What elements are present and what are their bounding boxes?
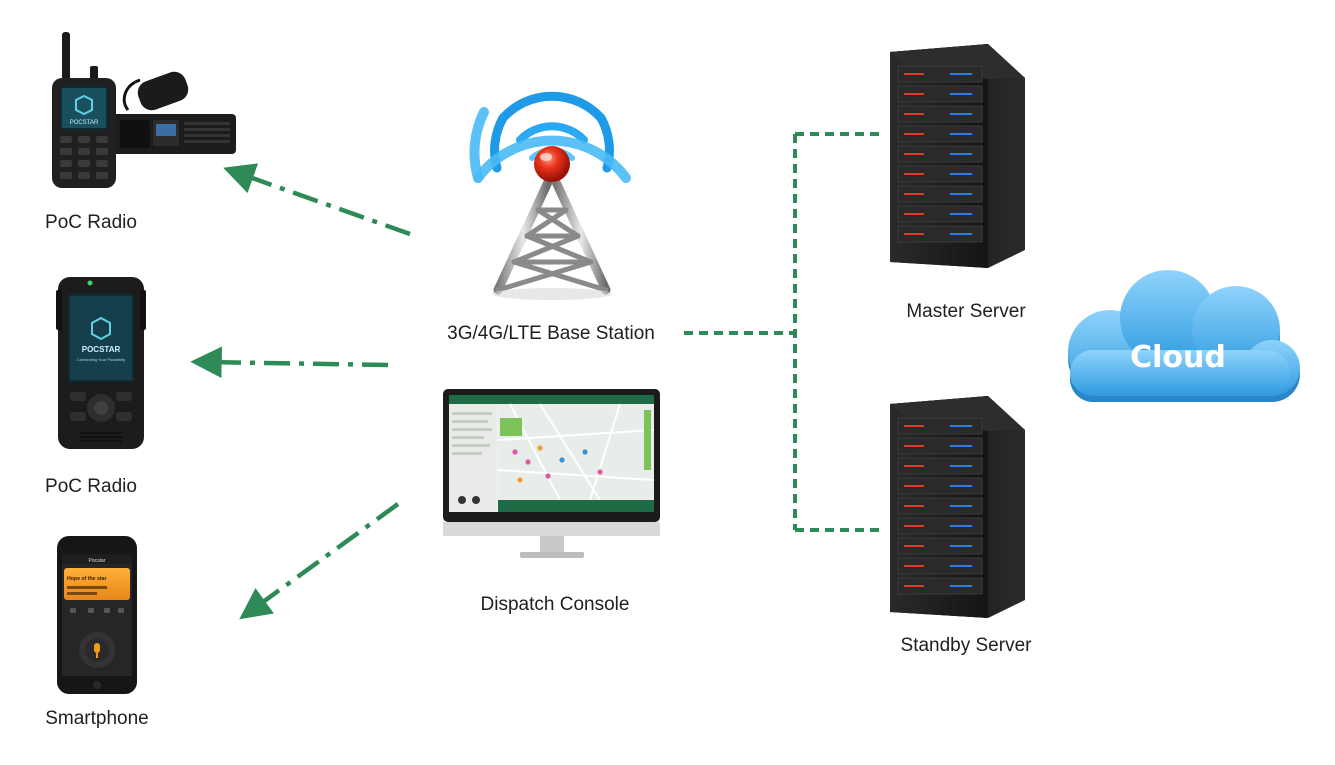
standby-server-image <box>890 396 1025 618</box>
radio-brand-text: POCSTAR <box>70 120 99 126</box>
label-base-station: 3G/4G/LTE Base Station <box>447 323 655 344</box>
label-standby-server: Standby Server <box>900 635 1032 656</box>
poc-radio-1-image: POCSTAR <box>52 32 236 188</box>
label-smartphone: Smartphone <box>45 708 149 729</box>
cloud-label: Cloud <box>1130 340 1226 375</box>
label-poc-radio-2: PoC Radio <box>45 476 137 497</box>
radio2-tagline-text: Connecting Your Possibility <box>77 357 125 362</box>
poc-radio-2-image: POCSTAR Connecting Your Possibility <box>56 277 146 449</box>
connection-lines <box>190 132 880 620</box>
master-server-drive-bays <box>897 65 983 243</box>
label-poc-radio-1: PoC Radio <box>45 212 137 233</box>
smartphone-image: Pocstar Hope of the star <box>57 536 137 694</box>
dispatch-console-image <box>443 389 660 558</box>
base-station-image <box>469 91 631 300</box>
arrow-to-radio1 <box>223 163 411 237</box>
server-links <box>684 132 880 532</box>
cloud-icon: Cloud <box>1068 270 1300 402</box>
radio2-brand-text: POCSTAR <box>82 345 121 354</box>
phone-card-title: Hope of the star <box>67 576 107 582</box>
standby-server-drive-bays <box>897 417 983 595</box>
phone-app-title: Pocstar <box>89 558 106 564</box>
arrow-to-smartphone <box>239 502 400 620</box>
label-dispatch-console: Dispatch Console <box>480 594 630 615</box>
arrow-to-radio2 <box>190 346 389 379</box>
label-master-server: Master Server <box>906 301 1026 322</box>
master-server-image <box>890 44 1025 268</box>
